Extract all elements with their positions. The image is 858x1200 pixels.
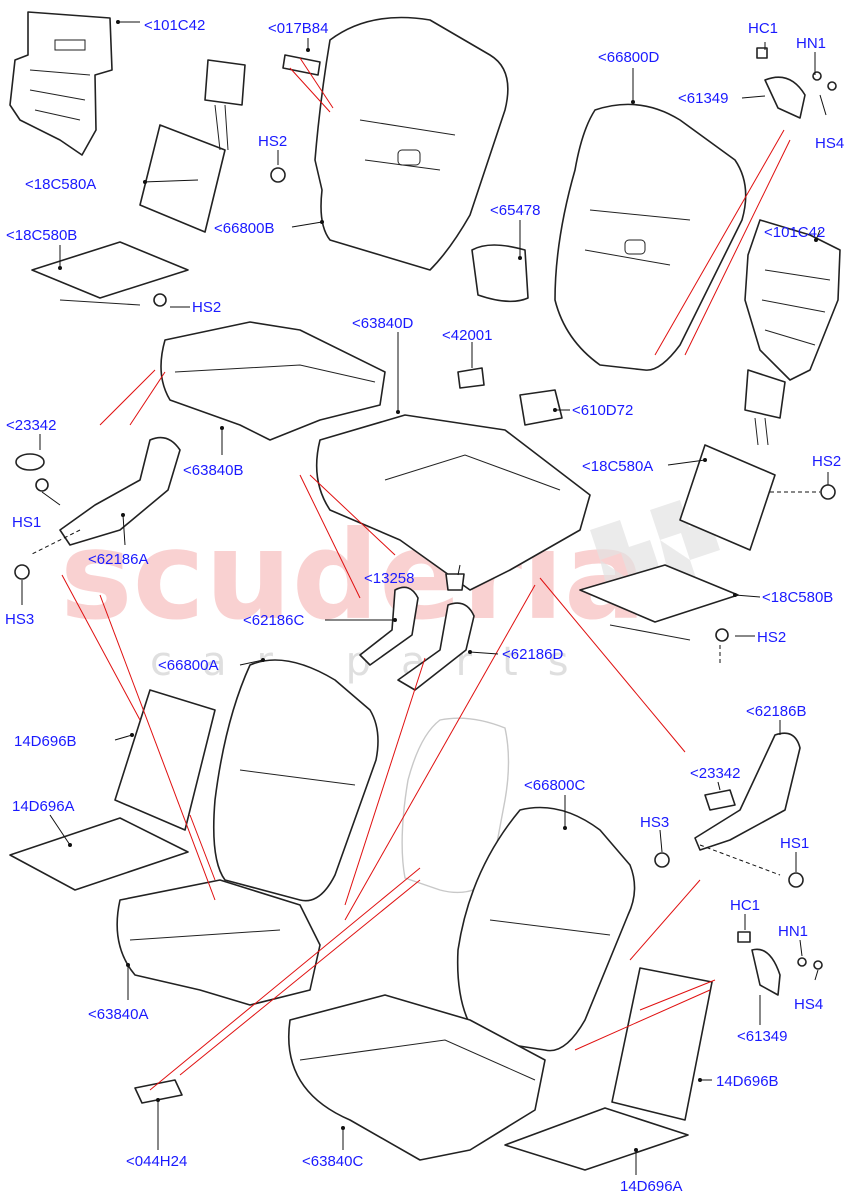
label-101c42-right: <101C42 — [764, 224, 825, 241]
label-hn1-top: HN1 — [796, 35, 826, 52]
label-66800a: <66800A — [158, 657, 218, 674]
seat-frame-bracket-101c42-right — [744, 219, 841, 381]
label-66800b: <66800B — [214, 220, 274, 237]
fastener-hs2-icon — [270, 167, 286, 183]
label-18c580b-top: <18C580B — [6, 227, 77, 244]
fastener-hs3-icon — [14, 564, 30, 580]
lumbar-panel-18c580a-right — [679, 369, 786, 551]
label-hs4-top: HS4 — [815, 135, 844, 152]
fastener-hs2-icon — [153, 293, 167, 307]
base-plate-14d696a-left — [9, 817, 189, 891]
label-42001: <42001 — [442, 327, 492, 344]
screw-hs4-icon — [827, 81, 837, 91]
label-hs1-right: HS1 — [780, 835, 809, 852]
label-63840c: <63840C — [302, 1153, 363, 1170]
seat-back-66800c — [456, 806, 636, 1052]
seat-frame-bracket-101c42-left — [9, 11, 113, 156]
nut-hn1-icon — [812, 71, 822, 81]
fastener-hs2-icon — [820, 484, 836, 500]
fastener-hs2-icon — [715, 628, 729, 642]
clip-42001 — [457, 367, 485, 389]
clip-23342-left-icon — [15, 453, 45, 471]
label-18c580a-top: <18C580A — [25, 176, 96, 193]
screw-hs4-icon — [813, 960, 823, 970]
label-65478: <65478 — [490, 202, 540, 219]
fastener-hs1-icon — [788, 872, 804, 888]
label-63840b: <63840B — [183, 462, 243, 479]
part-labels: <101C42 <017B84 HC1 HN1 <66800D <61349 H… — [5, 17, 844, 1195]
back-panel-14d696b-right — [611, 967, 713, 1121]
back-panel-14d696b-left — [114, 689, 216, 831]
reference-lines — [61, 57, 791, 1091]
ghost-seat-back — [401, 717, 510, 894]
label-66800d: <66800D — [598, 49, 659, 66]
label-62186b: <62186B — [746, 703, 806, 720]
label-63840d: <63840D — [352, 315, 413, 332]
seat-back-66800b — [314, 16, 509, 271]
fastener-hs1-icon — [35, 478, 49, 492]
label-18c580a-right: <18C580A — [582, 458, 653, 475]
label-14d696a-left: 14D696A — [12, 798, 75, 815]
clip-23342-right — [704, 789, 736, 811]
trim-62186a — [59, 436, 181, 546]
label-hs3-left: HS3 — [5, 611, 34, 628]
pad-044h24 — [134, 1079, 183, 1104]
seat-cushion-63840b — [160, 321, 386, 441]
label-66800c: <66800C — [524, 777, 585, 794]
label-63840a: <63840A — [88, 1006, 148, 1023]
nut-hn1-icon — [797, 957, 807, 967]
base-plate-14d696a-right — [504, 1107, 689, 1171]
trim-62186d — [397, 602, 475, 691]
label-hs3-right: HS3 — [640, 814, 669, 831]
connector-hc1-icon — [737, 931, 751, 943]
leader-lines — [21, 20, 829, 1175]
watermark-sub: car parts — [150, 639, 599, 685]
lumbar-panel-18c580a-left — [139, 59, 246, 233]
trim-62186b — [694, 732, 801, 851]
label-13258: <13258 — [364, 570, 414, 587]
label-23342-right: <23342 — [690, 765, 740, 782]
label-14d696b-left: 14D696B — [14, 733, 77, 750]
label-hc1-top: HC1 — [748, 20, 778, 37]
seat-cushion-63840d — [315, 414, 591, 591]
label-hs2-c: HS2 — [812, 453, 841, 470]
label-hs2-a: HS2 — [258, 133, 287, 150]
label-14d696b-right: 14D696B — [716, 1073, 779, 1090]
label-62186a: <62186A — [88, 551, 148, 568]
connector-hc1-icon — [756, 47, 768, 59]
clip-017b84 — [282, 54, 321, 76]
label-14d696a-right: 14D696A — [620, 1178, 683, 1195]
label-017b84: <017B84 — [268, 20, 328, 37]
label-hc1-bottom: HC1 — [730, 897, 760, 914]
trim-62186c — [359, 586, 419, 666]
label-62186d: <62186D — [502, 646, 563, 663]
label-044h24: <044H24 — [126, 1153, 187, 1170]
harness-61349-bottom — [751, 948, 781, 996]
label-hs2-b: HS2 — [192, 299, 221, 316]
harness-61349-top — [764, 76, 806, 119]
label-23342-left: <23342 — [6, 417, 56, 434]
label-18c580b-right: <18C580B — [762, 589, 833, 606]
label-61349-bottom: <61349 — [737, 1028, 787, 1045]
clip-13258-icon — [445, 573, 465, 591]
label-hs1-left: HS1 — [12, 514, 41, 531]
seat-back-66800d — [554, 103, 747, 371]
label-hs4-bottom: HS4 — [794, 996, 823, 1013]
label-610d72: <610D72 — [572, 402, 633, 419]
pad-65478 — [471, 244, 529, 303]
label-hn1-bottom: HN1 — [778, 923, 808, 940]
seat-cushion-63840c — [288, 994, 546, 1161]
latch-610d72 — [519, 389, 563, 426]
label-61349-top: <61349 — [678, 90, 728, 107]
seat-back-66800a — [212, 659, 379, 902]
label-101c42-top: <101C42 — [144, 17, 205, 34]
fastener-hs3-icon — [654, 852, 670, 868]
label-62186c: <62186C — [243, 612, 304, 629]
label-hs2-d: HS2 — [757, 629, 786, 646]
tray-18c580b-left — [31, 241, 189, 306]
